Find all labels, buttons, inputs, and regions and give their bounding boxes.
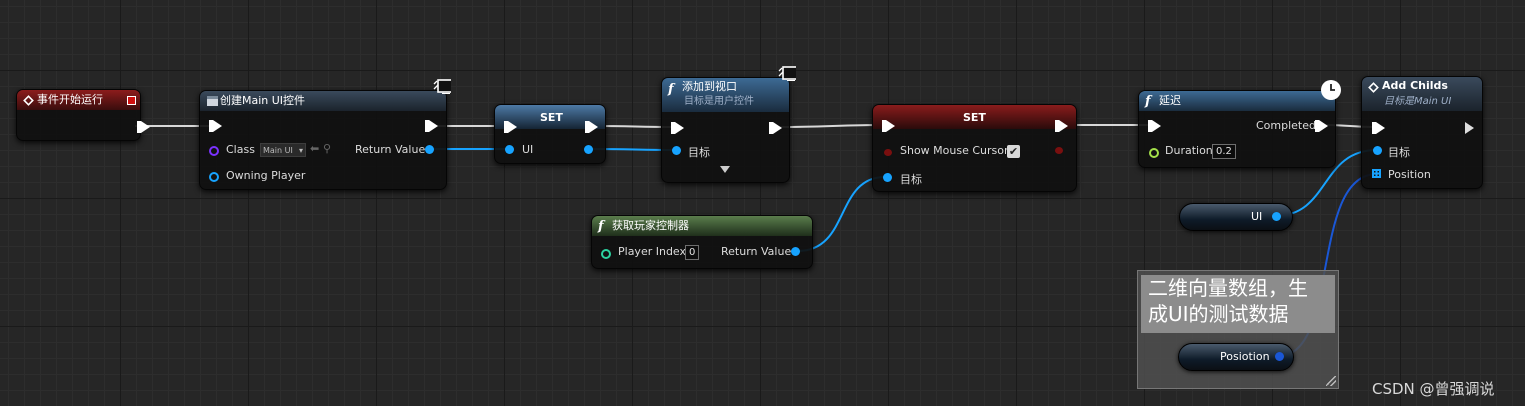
diamond-icon (1368, 82, 1379, 93)
target-pin[interactable] (672, 146, 681, 155)
class-select[interactable]: Main UI ▾ (260, 143, 306, 157)
exec-out-pin[interactable] (137, 121, 150, 133)
add-childs-title: Add Childs (1382, 79, 1448, 92)
position-label: Position (1388, 168, 1431, 181)
show-mouse-cursor-pin[interactable] (884, 149, 892, 156)
return-value-label: Return Value (355, 143, 426, 156)
target-pin[interactable] (883, 173, 892, 182)
owning-player-pin[interactable] (209, 172, 219, 182)
resize-handle-icon[interactable] (1326, 376, 1336, 386)
class-pin[interactable] (209, 146, 219, 156)
get-player-controller-header: f 获取玩家控制器 (592, 216, 812, 236)
add-childs-header: Add Childs 目标是Main UI (1362, 77, 1482, 111)
exec-in-pin[interactable] (1148, 120, 1161, 132)
exec-out-pin[interactable] (1465, 122, 1474, 134)
owning-player-label: Owning Player (226, 169, 306, 182)
exec-in-pin[interactable] (882, 120, 895, 132)
add-childs-subtitle: 目标是Main UI (1384, 96, 1452, 107)
ui-in-pin[interactable] (505, 145, 514, 154)
position-variable-node[interactable]: Posiotion (1178, 343, 1294, 371)
create-widget-title: 创建Main UI控件 (220, 94, 306, 107)
player-index-pin[interactable] (601, 249, 611, 259)
comment-text: 二维向量数组，生 成UI的测试数据 (1141, 275, 1335, 333)
show-mouse-cursor-label: Show Mouse Cursor (900, 144, 1009, 157)
monitor-icon (433, 79, 451, 94)
add-to-viewport-header: f 添加到视口 目标是用户控件 (662, 78, 789, 112)
delegate-pin-icon[interactable] (127, 96, 136, 105)
exec-out-pin[interactable] (769, 122, 782, 134)
arrow-left-icon[interactable]: ⬅ (310, 142, 320, 155)
delay-node[interactable]: f 延迟 Completed Duration 0.2 (1138, 90, 1336, 168)
set-mouse-header (873, 105, 1076, 129)
chevron-down-icon: ▾ (298, 146, 303, 155)
show-mouse-cursor-out-pin[interactable] (1055, 147, 1063, 154)
exec-in-pin[interactable] (1372, 122, 1385, 134)
function-icon: f (1145, 94, 1151, 109)
function-icon: f (598, 219, 604, 234)
completed-label: Completed (1256, 119, 1316, 132)
target-label: 目标 (1388, 146, 1410, 159)
target-label: 目标 (688, 146, 710, 159)
comment-box[interactable]: 二维向量数组，生 成UI的测试数据 (1137, 270, 1339, 389)
position-variable-label: Posiotion (1220, 350, 1270, 363)
ui-out-pin[interactable] (584, 145, 593, 154)
set-mouse-cursor-node[interactable]: SET Show Mouse Cursor ✔ 目标 (872, 104, 1077, 192)
function-icon: f (668, 82, 674, 97)
add-to-viewport-subtitle: 目标是用户控件 (684, 96, 754, 107)
return-value-pin[interactable] (791, 247, 800, 256)
comment-line-1: 二维向量数组，生 (1148, 276, 1308, 300)
search-icon[interactable]: ⚲ (323, 142, 332, 155)
event-diamond-icon (23, 95, 34, 106)
exec-in-pin[interactable] (504, 121, 517, 133)
ui-variable-node[interactable]: UI (1179, 203, 1293, 231)
exec-in-pin[interactable] (671, 122, 684, 134)
exec-wire (779, 124, 885, 128)
event-begin-play-title: 事件开始运行 (37, 93, 103, 106)
return-value-label: Return Value (721, 245, 792, 258)
delay-header: f 延迟 (1139, 91, 1335, 111)
target-pin[interactable] (1373, 146, 1382, 155)
widget-icon (207, 96, 218, 106)
add-childs-node[interactable]: Add Childs 目标是Main UI 目标 Position (1361, 76, 1483, 189)
get-player-controller-title: 获取玩家控制器 (612, 219, 689, 232)
return-value-pin[interactable] (425, 145, 434, 154)
class-select-value: Main UI (263, 146, 293, 155)
duration-label: Duration (1165, 144, 1213, 157)
show-mouse-cursor-checkbox[interactable]: ✔ (1007, 145, 1020, 158)
set-ui-node[interactable]: SET UI (494, 104, 606, 164)
duration-pin[interactable] (1149, 148, 1159, 158)
clock-icon (1321, 80, 1341, 100)
exec-in-pin[interactable] (209, 120, 222, 132)
exec-out-pin[interactable] (585, 121, 598, 133)
monitor-icon (778, 66, 796, 81)
ui-variable-pin[interactable] (1272, 212, 1281, 221)
duration-input[interactable]: 0.2 (1212, 144, 1236, 159)
event-begin-play-header: 事件开始运行 (17, 90, 140, 110)
set-mouse-title: SET (963, 111, 986, 124)
exec-out-pin[interactable] (1315, 120, 1328, 132)
position-variable-pin[interactable] (1275, 352, 1284, 361)
comment-line-2: 成UI的测试数据 (1148, 302, 1289, 326)
event-begin-play-node[interactable]: 事件开始运行 (16, 89, 150, 141)
watermark: CSDN @曾强调说 (1372, 380, 1495, 398)
player-index-input[interactable]: 0 (685, 245, 700, 260)
ui-in-label: UI (522, 143, 534, 156)
create-widget-node[interactable]: 创建Main UI控件 Class Main UI ▾ ⬅ ⚲ Return V… (199, 90, 447, 190)
add-to-viewport-title: 添加到视口 (682, 80, 737, 93)
delay-title: 延迟 (1159, 94, 1181, 107)
array-grid-icon[interactable] (1372, 169, 1381, 178)
class-label: Class (226, 143, 255, 156)
exec-out-pin[interactable] (425, 120, 438, 132)
set-ui-title: SET (540, 111, 563, 124)
expand-arrow-icon[interactable] (720, 166, 730, 173)
player-index-label: Player Index (618, 245, 687, 258)
get-player-controller-node[interactable]: f 获取玩家控制器 Player Index 0 Return Value (591, 215, 813, 269)
create-widget-header: 创建Main UI控件 (200, 91, 446, 111)
ui-variable-label: UI (1251, 210, 1263, 223)
exec-out-pin[interactable] (1055, 120, 1068, 132)
target-label: 目标 (900, 173, 922, 186)
add-to-viewport-node[interactable]: f 添加到视口 目标是用户控件 目标 (661, 77, 790, 183)
